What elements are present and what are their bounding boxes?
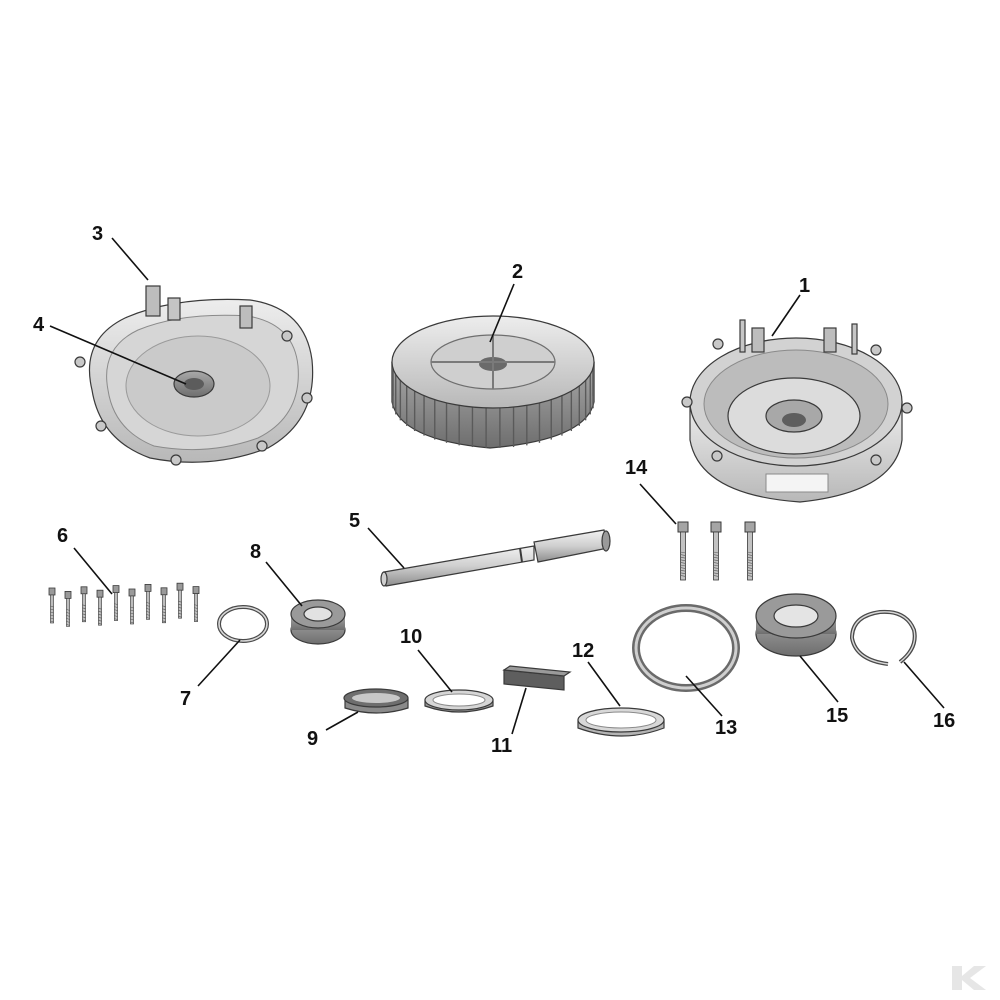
finned-rotor-icon (391, 315, 595, 449)
leader-line-2 (489, 283, 515, 343)
leader-line-8 (265, 561, 303, 607)
watermark-logo (952, 966, 986, 990)
spacer-ring-icon (577, 707, 665, 737)
leader-line-1 (771, 294, 801, 337)
cover-screws-icon (48, 582, 200, 627)
callout-9: 9 (307, 728, 318, 750)
leader-line-13 (685, 675, 723, 717)
callout-6: 6 (57, 525, 68, 547)
callout-14: 14 (625, 457, 648, 479)
leader-line-6 (73, 547, 113, 595)
callout-2: 2 (512, 261, 523, 283)
callout-16: 16 (933, 710, 955, 732)
split-spacer-icon (343, 688, 409, 714)
leader-line-5 (367, 527, 405, 569)
leader-line-14 (639, 483, 677, 525)
callout-4: 4 (33, 314, 45, 336)
callout-12: 12 (572, 640, 594, 662)
leader-line-10 (417, 649, 453, 693)
callout-3: 3 (92, 223, 103, 245)
seal-ring-icon (632, 604, 740, 692)
small-circlip-icon (217, 605, 269, 643)
leader-line-7 (197, 639, 241, 687)
cover-bearing-icon (173, 370, 215, 398)
leader-line-9 (325, 711, 359, 731)
leader-line-15 (799, 655, 839, 703)
callout-7: 7 (180, 688, 191, 710)
callout-10: 10 (400, 626, 422, 648)
shaft-icon (380, 529, 611, 587)
leader-line-11 (511, 687, 527, 735)
callout-13: 13 (715, 717, 737, 739)
leader-line-4 (49, 325, 187, 385)
leader-line-12 (587, 661, 621, 707)
callout-labels: 3 4 2 1 14 5 6 8 7 10 12 9 11 13 15 16 (33, 223, 955, 757)
callout-5: 5 (349, 510, 360, 532)
shaft-key-icon (502, 665, 572, 691)
small-ball-bearing-icon (290, 599, 346, 645)
rear-housing-icon (681, 319, 913, 503)
leader-lines (49, 237, 945, 735)
callout-15: 15 (826, 705, 848, 727)
leader-line-16 (903, 661, 945, 709)
large-circlip-icon (849, 609, 917, 666)
leader-line-3 (111, 237, 149, 281)
thin-washer-icon (424, 689, 494, 713)
housing-screws-icon (677, 521, 756, 581)
callout-8: 8 (250, 541, 261, 563)
callout-1: 1 (799, 275, 810, 297)
callout-11: 11 (491, 735, 512, 757)
large-ball-bearing-icon (755, 593, 837, 657)
